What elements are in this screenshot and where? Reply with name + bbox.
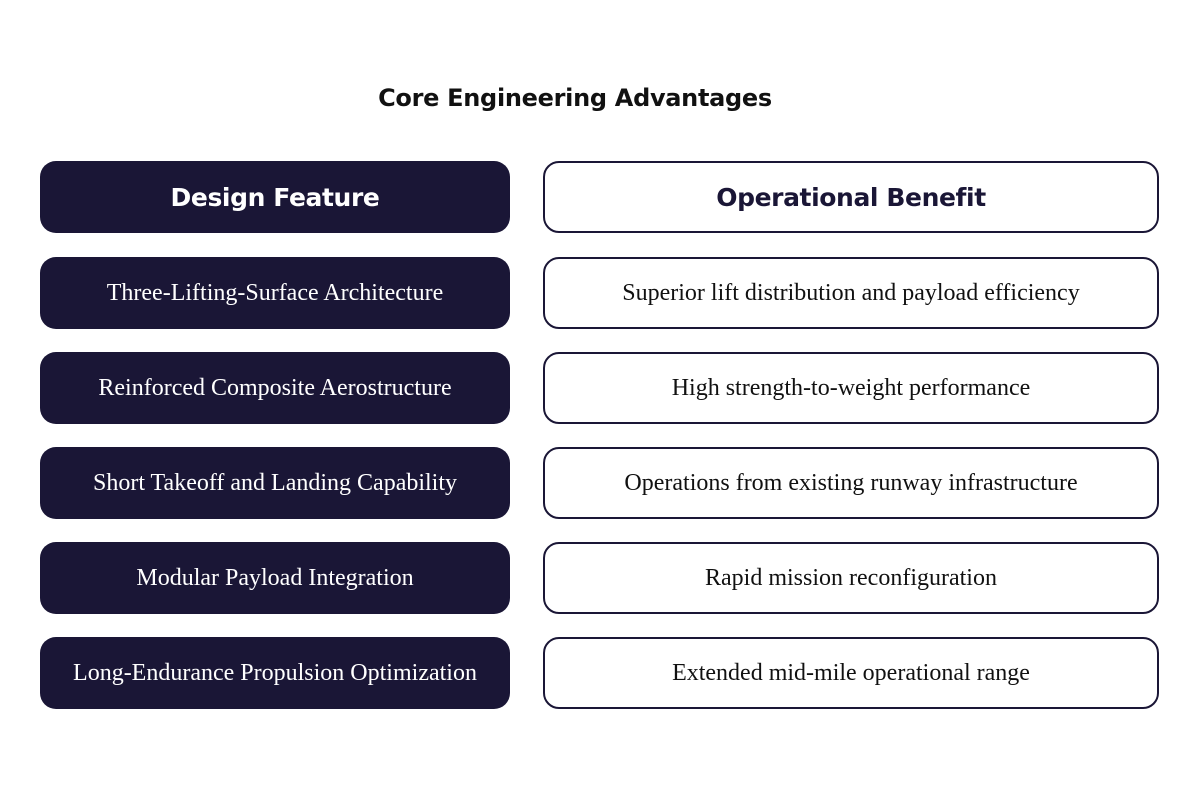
feature-cell: Three-Lifting-Surface Architecture — [40, 257, 510, 329]
benefit-text: Superior lift distribution and payload e… — [622, 279, 1080, 306]
feature-text: Short Takeoff and Landing Capability — [92, 469, 458, 496]
feature-cell: Modular Payload Integration — [40, 542, 510, 614]
benefit-text: Operations from existing runway infrastr… — [624, 469, 1078, 496]
feature-text: Reinforced Composite Aerostructure — [98, 374, 452, 401]
benefit-cell: Rapid mission reconfiguration — [543, 542, 1159, 614]
page-title: Core Engineering Advantages — [378, 84, 772, 112]
feature-text: Modular Payload Integration — [136, 564, 414, 591]
header-row: Design Feature Operational Benefit — [0, 161, 1200, 233]
feature-text: Three-Lifting-Surface Architecture — [106, 279, 444, 306]
benefit-text: Extended mid-mile operational range — [672, 659, 1030, 686]
benefit-cell: Operations from existing runway infrastr… — [543, 447, 1159, 519]
table-row: Three-Lifting-Surface Architecture Super… — [0, 257, 1200, 329]
table-row: Modular Payload Integration Rapid missio… — [0, 542, 1200, 614]
feature-cell: Reinforced Composite Aerostructure — [40, 352, 510, 424]
benefit-cell: High strength-to-weight performance — [543, 352, 1159, 424]
feature-text: Long-Endurance Propulsion Optimization — [73, 659, 477, 686]
table-row: Reinforced Composite Aerostructure High … — [0, 352, 1200, 424]
benefit-cell: Superior lift distribution and payload e… — [543, 257, 1159, 329]
header-operational-benefit: Operational Benefit — [543, 161, 1159, 233]
header-design-feature: Design Feature — [40, 161, 510, 233]
table-row: Long-Endurance Propulsion Optimization E… — [0, 637, 1200, 709]
benefit-text: Rapid mission reconfiguration — [705, 564, 997, 591]
benefit-cell: Extended mid-mile operational range — [543, 637, 1159, 709]
benefit-text: High strength-to-weight performance — [671, 374, 1031, 401]
table-row: Short Takeoff and Landing Capability Ope… — [0, 447, 1200, 519]
header-label: Design Feature — [170, 182, 380, 212]
feature-cell: Short Takeoff and Landing Capability — [40, 447, 510, 519]
feature-cell: Long-Endurance Propulsion Optimization — [40, 637, 510, 709]
header-label: Operational Benefit — [716, 182, 986, 212]
